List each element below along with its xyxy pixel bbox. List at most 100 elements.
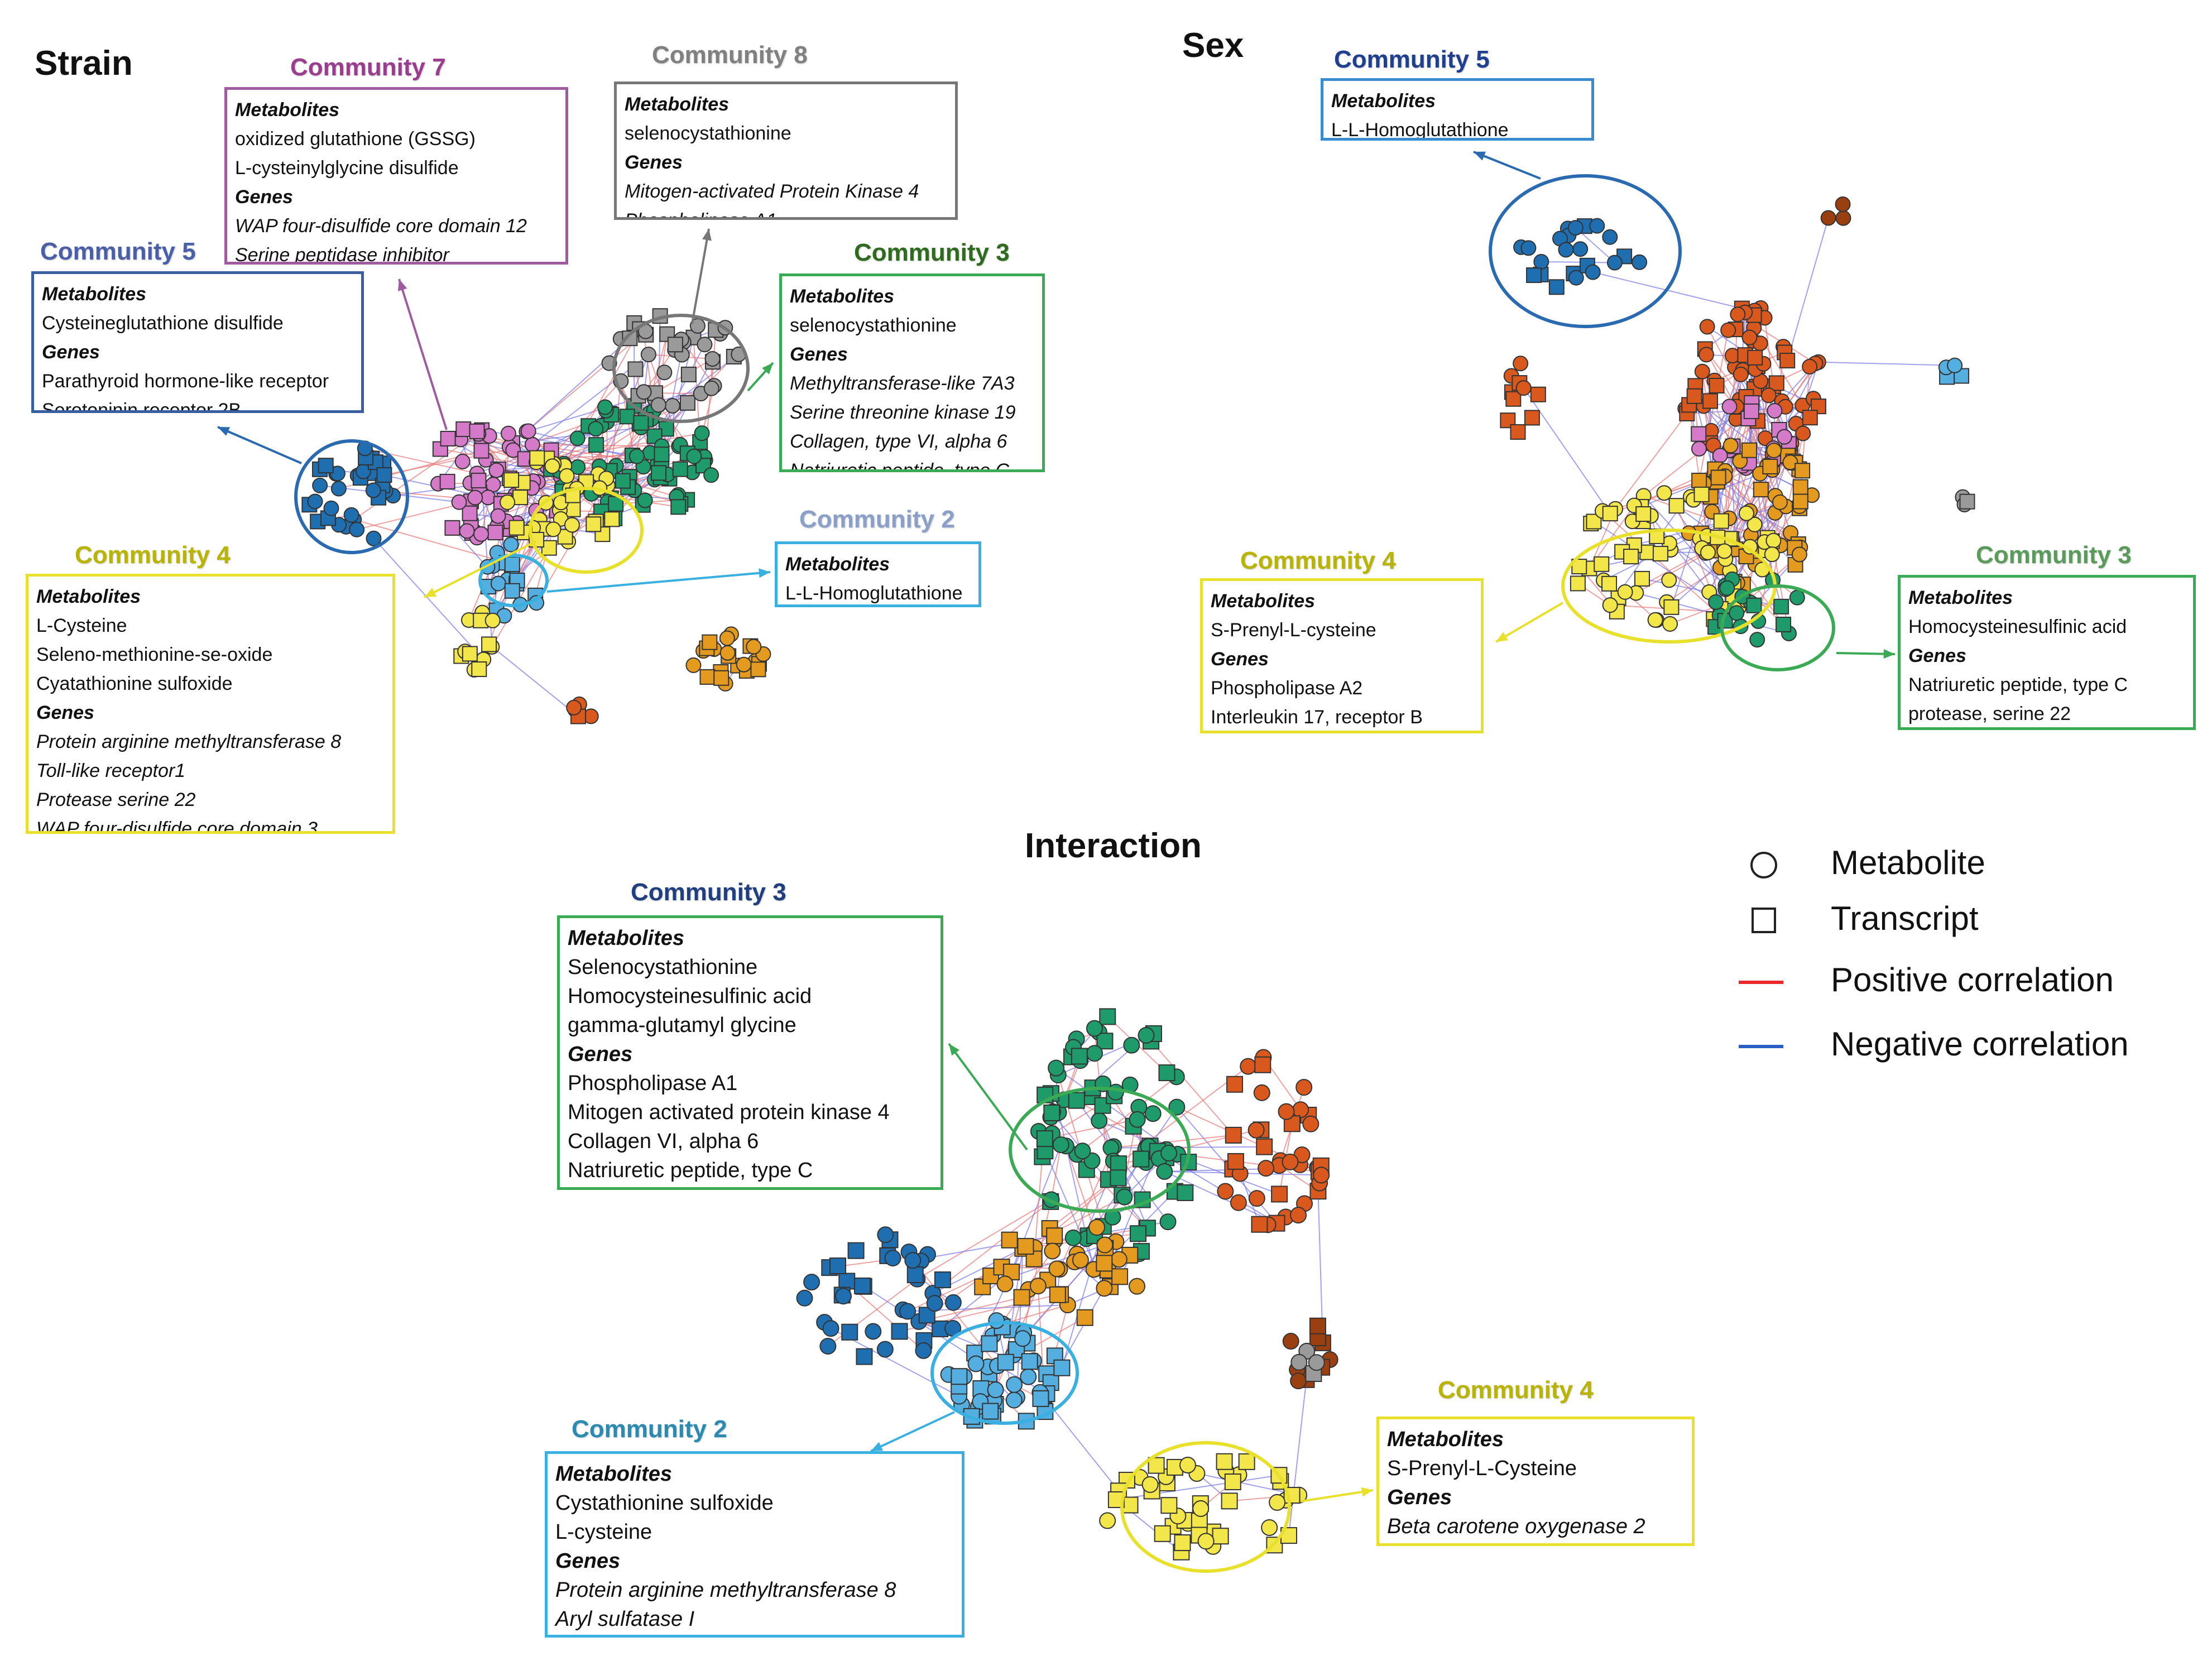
strain-c5-metabolite-node [323, 500, 339, 516]
sex-c6-transcript-node [1792, 493, 1808, 510]
int-c3-arrow [948, 1043, 1028, 1151]
section-header: Metabolites [235, 99, 340, 121]
int-c6-transcript-node [1076, 1309, 1093, 1326]
strain-c8-arrowhead [702, 229, 712, 241]
int-c3-metabolite-node [1086, 1020, 1103, 1037]
sex-c1-metabolite-node [1698, 347, 1715, 363]
int-c3-transcript-node [1133, 1150, 1150, 1168]
strain-c4b-metabolite-node [484, 612, 501, 628]
section-header: Metabolites [1331, 90, 1436, 112]
int-c3-transcript-node [1177, 1184, 1194, 1201]
strain-c7-arrowhead [397, 279, 407, 291]
int-c5-transcript-node [918, 1307, 935, 1324]
int-c4-metabolite-node [1192, 1500, 1210, 1517]
correlation-edge [1116, 1475, 1279, 1500]
strain-c7-transcript-node [439, 473, 455, 489]
int-c4-transcript-node [1148, 1457, 1165, 1474]
int-c3-transcript-node [1129, 1225, 1146, 1242]
int-c5-transcript-node [829, 1257, 846, 1275]
int-c3-metabolite-node [1086, 1045, 1103, 1062]
strain-community-4-title: Community 4 [75, 541, 231, 569]
annotation-item: Homocysteinesulfinic acid [568, 985, 812, 1008]
int-c5-transcript-node [934, 1271, 951, 1289]
legend: Metabolite Transcript Positive correlati… [1719, 837, 2199, 1072]
strain-c5-outline [294, 439, 409, 554]
int-c2-metabolite-node [1006, 1376, 1023, 1393]
sex-c2-transcript-node [1500, 412, 1516, 429]
strain-c7-arrow [398, 279, 448, 430]
strain-c7-metabolite-node [485, 477, 501, 493]
strain-c2-metabolite-node [503, 536, 519, 553]
int-c6-transcript-node [1049, 1286, 1066, 1303]
sex-c5-metabolite-node [1589, 218, 1605, 234]
strain-c4-transcript-node [586, 516, 602, 532]
section-header: Metabolites [790, 286, 895, 307]
int-c6-metabolite-node [1110, 1251, 1127, 1268]
section-header: Metabolites [555, 1462, 673, 1486]
int-c3-arrowhead [949, 1044, 959, 1056]
annotation-item: Serine peptidase inhibitor [235, 244, 449, 265]
strain-c5-metabolite-node [330, 481, 347, 497]
correlation-edge [1157, 1150, 1277, 1224]
annotation-item: oxidized glutathione (GSSG) [235, 128, 476, 150]
strain-c3-metabolite-node [703, 467, 719, 483]
sex-c5-metabolite-node [1606, 255, 1623, 271]
int-c4-metabolite-node [1141, 1476, 1159, 1493]
sex-community-3-title: Community 3 [1976, 541, 2132, 569]
correlation-edge [1749, 455, 1788, 512]
annotation-item: S-Prenyl-L-cysteine [1211, 620, 1376, 641]
sex-c4-transcript-node [1668, 498, 1685, 514]
int-c4-arrowhead [1361, 1487, 1373, 1497]
sex-c4-transcript-node [1601, 575, 1618, 592]
strain-c4-outline [529, 487, 644, 574]
sex-c2-metabolite-node [1515, 380, 1532, 396]
strain-c6-metabolite-node [685, 657, 702, 673]
int-c8-metabolite-node [1282, 1333, 1299, 1350]
sex-c1-transcript-node [1768, 375, 1784, 391]
int-c3-transcript-node [1036, 1130, 1053, 1148]
int-c3-metabolite-node [1144, 1105, 1162, 1122]
int-c6-metabolite-node [1096, 1236, 1114, 1254]
sex-c1-metabolite-node [1741, 329, 1758, 345]
strain-c7-metabolite-node [459, 523, 475, 539]
correlation-edge [1734, 461, 1741, 582]
sex-c1-transcript-node [1686, 388, 1702, 404]
sex-c3-outline [1720, 584, 1835, 671]
strain-c8-metabolite-node [636, 384, 652, 400]
correlation-edge [1086, 1107, 1178, 1239]
int-c6-metabolite-node [1029, 1278, 1047, 1295]
annotation-item: Seleno-methionine-se-oxide [36, 644, 273, 665]
int-c1-transcript-node [1283, 1115, 1301, 1132]
annotation-item: Serotoninin receptor 2B [42, 400, 242, 413]
strain-c3-transcript-node [615, 473, 631, 489]
int-c3-metabolite-node [1074, 1142, 1091, 1160]
annotation-item: L-L-Homoglutathione [785, 583, 963, 604]
annotation-item: L-Cysteine [36, 615, 127, 636]
strain-c4-arrow [424, 540, 536, 598]
sex-c4-metabolite-node [1617, 584, 1633, 600]
correlation-edge [1523, 387, 1611, 514]
strain-c7-transcript-node [444, 520, 460, 536]
annotation-item: L-L-Homoglutathione [1331, 119, 1509, 141]
strain-c3-metabolite-node [686, 448, 702, 464]
correlation-edge [1643, 495, 1728, 589]
int-c5-transcript-node [906, 1266, 924, 1284]
sex-c4-transcript-node [1663, 599, 1680, 615]
legend-label: Positive correlation [1831, 961, 2114, 998]
sex-c4-transcript-node [1602, 506, 1618, 522]
sex-c3-transcript-node [1773, 598, 1789, 615]
strain-c3-metabolite-node [569, 430, 586, 447]
strain-c6-transcript-node [713, 670, 730, 686]
strain-c3-transcript-node [654, 447, 670, 463]
int-c1-transcript-node [1254, 1056, 1271, 1073]
annotation-item: Cystathionine sulfoxide [555, 1491, 774, 1515]
sex-c1-metabolite-node [1757, 430, 1773, 447]
int-c3-metabolite-node [1168, 1098, 1186, 1116]
strain-c6-metabolite-node [719, 630, 735, 646]
strain-c3-transcript-node [672, 461, 688, 477]
